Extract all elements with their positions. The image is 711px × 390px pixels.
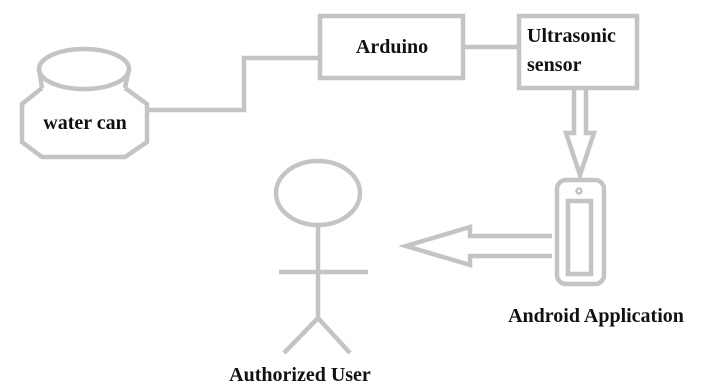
phone-screen [565,198,594,277]
arrow-app-to-user [398,223,552,269]
arrow-sensor-to-app [562,90,598,183]
phone-outline [554,177,607,287]
water-can-body [19,86,150,160]
ultrasonic-sensor-label-line2: sensor [527,54,582,76]
ultrasonic-sensor-node: Ultrasonic sensor [516,13,640,91]
android-app-label: Android Application [508,305,684,327]
authorized-user-label: Authorized User [229,364,371,386]
phone-camera [575,187,583,195]
user-head [273,158,363,228]
ultrasonic-sensor-box [516,13,640,91]
user-legs [282,314,352,355]
authorized-user-node: Authorized User [229,158,371,386]
arduino-label: Arduino [356,36,428,58]
water-can-label: water can [43,112,127,134]
arduino-box [317,13,466,81]
connector-can-to-arduino [148,55,319,113]
android-app-node: Android Application [508,177,684,327]
water-can-lid [36,46,132,92]
water-can-node: water can [19,46,150,160]
arduino-node: Arduino [317,13,466,81]
ultrasonic-sensor-label-line1: Ultrasonic [527,25,616,47]
water-can-sides [36,68,132,89]
